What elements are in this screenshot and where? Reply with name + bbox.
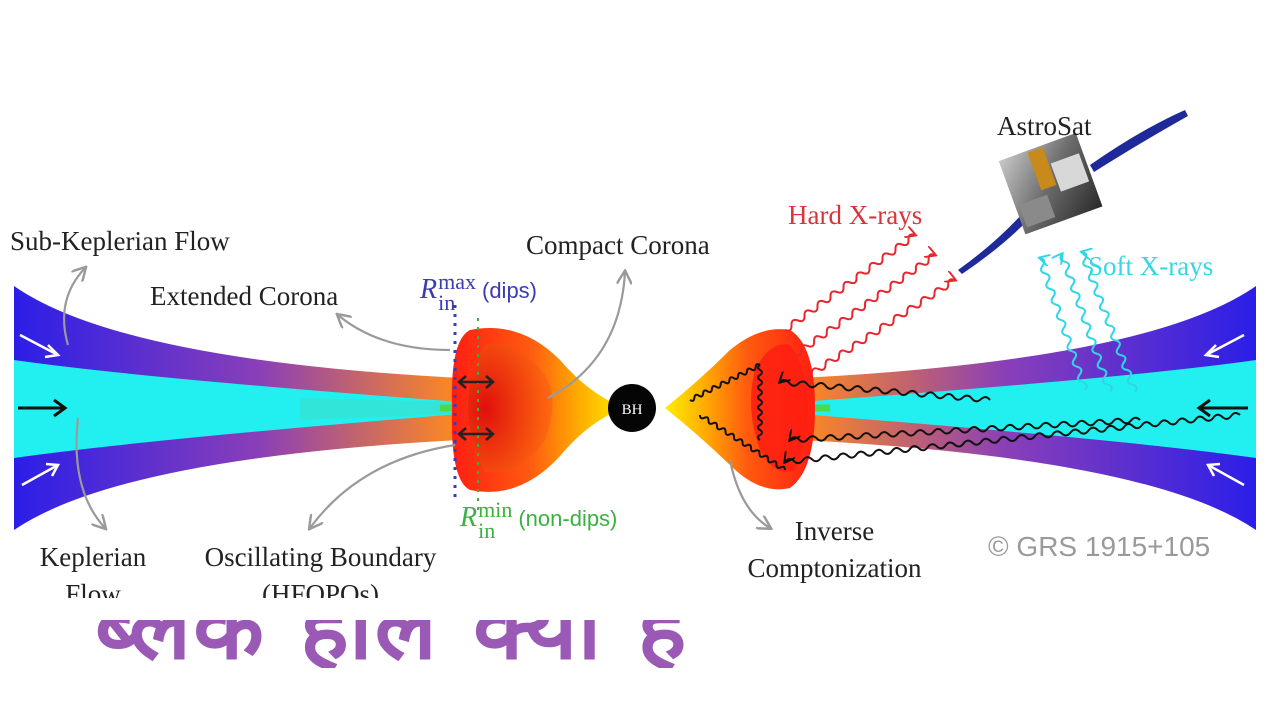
- pointer-extended-corona: [338, 315, 451, 352]
- pointer-oscillating-boundary: [310, 443, 456, 528]
- label-inverse-line2: Comptonization: [747, 553, 922, 583]
- rin-max-sub: in: [438, 289, 456, 315]
- hard-xray-photon: [794, 254, 935, 357]
- caption-mask: [0, 598, 1280, 620]
- comptonization-photon: [699, 414, 786, 471]
- label-extended-corona: Extended Corona: [150, 281, 339, 311]
- pointer-inverse-comptonization: [728, 459, 770, 528]
- arrow-left-icon: [1196, 398, 1248, 418]
- rin-max-sup: max: [438, 269, 476, 294]
- rin-min-symbol: R: [460, 501, 478, 533]
- oscillation-arrow-lower: [457, 427, 495, 441]
- right-accretion-disk: [790, 286, 1256, 530]
- label-inverse-line1: Inverse: [794, 516, 875, 546]
- solar-panel-icon: [958, 205, 1036, 274]
- arrow-right-icon: [18, 398, 68, 418]
- left-accretion-disk: [14, 286, 470, 530]
- label-hard-xrays: Hard X-rays: [788, 200, 923, 230]
- hard-xray-photon: [804, 279, 955, 380]
- rin-min-sup: min: [478, 497, 513, 522]
- label-oscillating-line1: Oscillating Boundary: [204, 542, 437, 572]
- pointer-sub-keplerian: [62, 268, 85, 346]
- comptonization-photon: [780, 380, 991, 403]
- label-inverse-comptonization: Inverse Comptonization: [722, 518, 947, 582]
- arrow-left-icon: [1205, 462, 1245, 487]
- comptonization-photon: [790, 416, 1141, 443]
- arrow-right-icon: [19, 333, 61, 359]
- soft-xray-photon: [1060, 254, 1113, 393]
- rin-min-note: (non-dips): [518, 505, 618, 531]
- left-keplerian-core: [14, 360, 460, 458]
- pointer-arrows: [62, 268, 770, 528]
- oscillation-arrow-upper: [457, 375, 495, 389]
- rin-max-note: (dips): [482, 277, 538, 303]
- comptonization-photon: [689, 363, 761, 402]
- label-keplerian-line1: Keplerian: [39, 542, 147, 572]
- solar-panel-icon: [1090, 110, 1188, 172]
- hard-xray-photon: [784, 234, 915, 332]
- copyright-label: © GRS 1915+105: [988, 531, 1211, 562]
- soft-xray-photons: [1040, 252, 1138, 393]
- pointer-keplerian: [75, 417, 105, 528]
- extended-corona: [451, 328, 625, 492]
- rin-max-symbol: R: [420, 273, 438, 305]
- black-hole-label: BH: [622, 402, 643, 418]
- arrow-right-icon: [21, 462, 61, 487]
- rin-min-sub: in: [478, 517, 496, 543]
- hard-xray-photons: [784, 234, 955, 380]
- astrosat-satellite: [958, 110, 1188, 274]
- comptonization-photon: [785, 411, 1241, 463]
- comptonization-photons: [689, 363, 1241, 471]
- label-soft-xrays: Soft X-rays: [1088, 251, 1214, 281]
- left-flow-arrows: [18, 333, 68, 487]
- label-astrosat: AstroSat: [997, 111, 1092, 141]
- right-flow-arrows: [1196, 333, 1248, 487]
- label-sub-keplerian-flow: Sub-Keplerian Flow: [10, 226, 230, 256]
- right-keplerian-core: [800, 360, 1256, 458]
- caption-strip: ब्लैक होल क्या है: [0, 598, 1280, 668]
- arrow-left-icon: [1203, 333, 1245, 359]
- soft-xray-photon: [1040, 258, 1088, 391]
- soft-xray-photon: [1082, 252, 1138, 393]
- black-hole: BH: [608, 384, 656, 432]
- comptonization-photon: [757, 364, 763, 441]
- pointer-compact-corona: [547, 272, 625, 399]
- right-corona: [665, 329, 815, 490]
- left-core-inner: [300, 398, 460, 420]
- label-compact-corona: Compact Corona: [526, 230, 710, 260]
